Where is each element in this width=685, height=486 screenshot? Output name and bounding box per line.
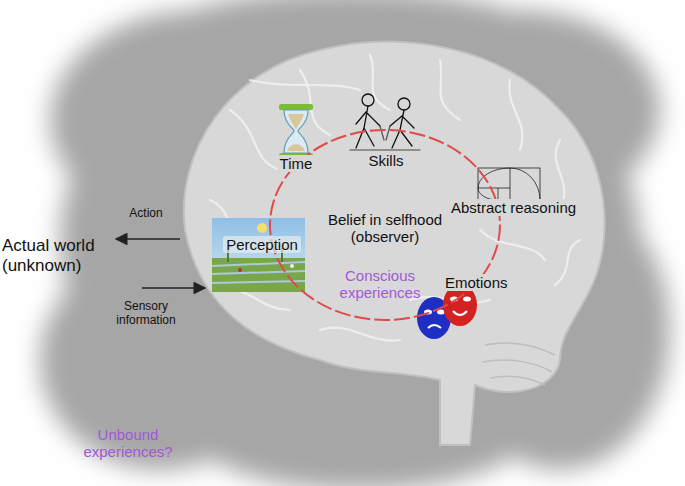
perception-picture xyxy=(238,268,242,272)
brain xyxy=(490,376,545,385)
brain xyxy=(250,80,360,90)
skills-figures xyxy=(356,106,380,148)
perception-picture xyxy=(257,223,267,233)
region-label: Emotions xyxy=(442,274,511,291)
region-label: Action xyxy=(111,207,181,221)
region-label: Actual world (unknown) xyxy=(2,236,120,275)
node-text: Conscious experiences xyxy=(325,268,435,301)
brain xyxy=(184,42,605,445)
skills-figures xyxy=(362,94,374,106)
hourglass-icon xyxy=(279,104,313,110)
golden-spiral-icon xyxy=(478,168,540,200)
golden-spiral-icon xyxy=(478,168,540,200)
brain xyxy=(220,289,290,310)
theatre-masks xyxy=(417,284,477,339)
region-label: Abstract reasoning xyxy=(448,199,579,216)
flow-arrows xyxy=(142,287,205,289)
brain xyxy=(482,360,552,372)
skills-figures xyxy=(380,126,390,140)
brain xyxy=(300,70,330,135)
region-label: Skills xyxy=(365,152,406,169)
cloud xyxy=(40,0,670,486)
brain xyxy=(184,42,605,445)
region-label: Sensory information xyxy=(103,300,189,328)
skills-figures xyxy=(398,98,410,110)
flow-arrows xyxy=(116,238,180,240)
brain xyxy=(210,55,580,341)
brain xyxy=(440,60,460,120)
theatre-masks xyxy=(463,297,471,302)
hourglass-icon xyxy=(284,110,308,153)
region-label: Perception xyxy=(223,236,301,253)
golden-spiral-icon xyxy=(478,188,510,189)
brain xyxy=(509,80,522,150)
skills-figures xyxy=(390,110,414,148)
perception-picture xyxy=(212,258,305,292)
skills-figures xyxy=(350,94,420,150)
skills-figures xyxy=(350,149,420,150)
brain xyxy=(482,343,555,385)
brain xyxy=(230,110,280,170)
brain xyxy=(485,343,555,355)
ellipse-outline xyxy=(270,130,500,320)
flow-arrows xyxy=(116,239,205,288)
perception-picture xyxy=(290,264,294,268)
node-text: Belief in selfhood (observer) xyxy=(310,212,460,245)
brain xyxy=(320,328,400,341)
region-label: Unbound experiences? xyxy=(68,426,188,461)
hourglass-icon xyxy=(288,114,304,130)
hourglass-icon xyxy=(279,104,313,159)
theatre-masks xyxy=(453,311,467,315)
theatre-masks xyxy=(428,325,441,328)
hourglass-icon xyxy=(287,144,305,151)
golden-spiral-icon xyxy=(510,168,511,200)
region-label: Time xyxy=(277,155,316,172)
brain xyxy=(555,240,580,285)
brain xyxy=(480,230,545,260)
golden-spiral-icon xyxy=(478,168,540,200)
brain xyxy=(370,55,390,110)
